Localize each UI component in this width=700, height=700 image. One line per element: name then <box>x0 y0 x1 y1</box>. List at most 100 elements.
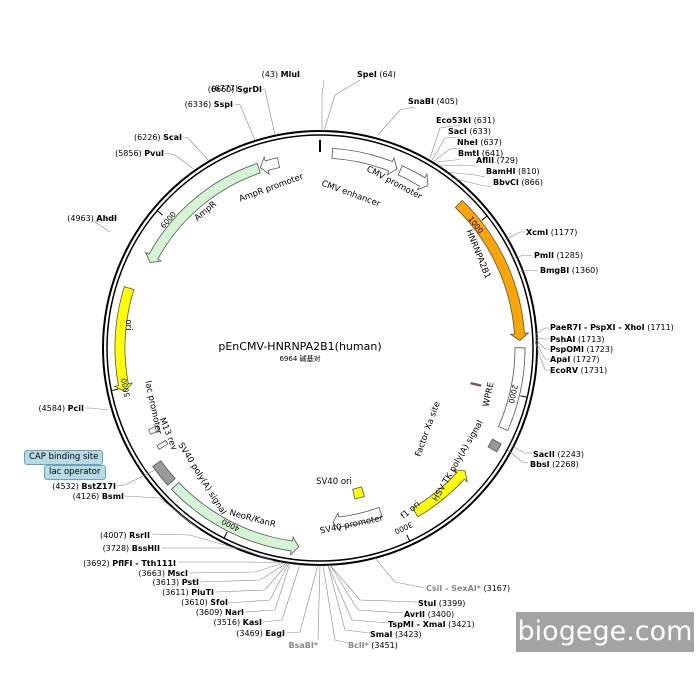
site-label-psti: (3613) PstI <box>153 578 199 587</box>
leader-xmai <box>327 564 389 624</box>
feature-hsv-tk-poly-a-signal <box>487 438 502 453</box>
feature-label-wpre: WPRE <box>482 381 497 407</box>
leader-pspomi <box>534 338 550 350</box>
leader-bstz17i <box>116 469 156 487</box>
leader-sgrdi <box>261 88 276 136</box>
feature-label-ori: ori <box>123 319 133 330</box>
feature-ori <box>113 286 135 392</box>
lac-operator-label: lac operator <box>44 465 106 480</box>
leader-bsmi <box>124 495 201 531</box>
site-label-sspi: (6336) SspI <box>185 100 233 109</box>
site-label-mlui: (43) MluI <box>262 70 300 79</box>
leader-bbvci <box>451 177 493 188</box>
leader-nari <box>244 562 291 613</box>
feature-hnrnpa2b1 <box>454 199 530 342</box>
leader-sacii <box>509 444 532 454</box>
tick-mark-1000 <box>481 215 488 221</box>
leader-mlui <box>321 79 325 131</box>
site-label-kasi: (3516) KasI <box>214 618 263 627</box>
site-label-bsabi: BsaBI* <box>288 641 318 650</box>
leader-snabi <box>377 106 416 136</box>
feature-sv40-promoter <box>332 506 383 533</box>
feature-sv40-ori <box>352 486 365 500</box>
site-label-saci: SacI (633) <box>448 127 491 136</box>
sites-layer <box>85 79 550 644</box>
feature-cmv-enhancer <box>331 147 398 176</box>
site-label-pvui: (5856) PvuI <box>115 149 164 158</box>
site-label-pflfi-tth111i: (3692) PflFI - Tth111I <box>83 559 176 568</box>
leader-ecorv <box>534 341 550 371</box>
site-label-pluti: (3611) PluTI <box>162 588 214 597</box>
leader-aflii <box>439 164 476 167</box>
leader-xcmi <box>504 231 525 241</box>
leader-pluti <box>214 562 289 593</box>
leader-eagi <box>285 564 319 634</box>
leader-csii <box>374 557 426 589</box>
leader-smai <box>327 564 371 634</box>
site-label-bbvci: BbvCI (866) <box>493 178 543 187</box>
tick-mark-5000 <box>111 388 119 392</box>
site-label-bsshii: (3728) BssHII <box>103 544 160 553</box>
tick-mark-4000 <box>223 531 228 539</box>
plasmid-size: 6964 碱基对 <box>279 355 321 363</box>
site-label-paer7i-pspxi-xhoi: PaeR7I - PspXI - XhoI (1711) <box>550 323 674 332</box>
site-label-bcli: BclI* (3451) <box>348 641 398 650</box>
site-label-pcii: (4584) PciI <box>39 404 85 413</box>
leader-kasi <box>261 563 301 623</box>
features-layer <box>113 147 530 557</box>
leader-bmti <box>435 158 461 163</box>
feature-neor-kanr <box>170 481 300 557</box>
leader-sfoi <box>227 562 290 604</box>
leader-psti <box>199 562 288 583</box>
tick-label-5000: 5000 <box>119 377 132 398</box>
feature-ampr-promoter <box>259 155 281 176</box>
site-label-ecorv: EcoRV (1731) <box>550 366 607 375</box>
tick-label-2000: 2000 <box>506 384 519 405</box>
site-label-ahdi: (4963) AhdI <box>67 214 117 223</box>
site-label-rsrii: (4007) RsrII <box>100 531 150 540</box>
leader-pmli <box>511 254 533 259</box>
watermark: biogege.com <box>516 612 694 652</box>
tick-mark-6000 <box>156 210 163 216</box>
tick-label-3000: 3000 <box>393 520 414 536</box>
site-label-scai: (6226) ScaI <box>134 133 182 142</box>
leader-xhoi <box>534 327 550 336</box>
site-label-msci: (3663) MscI <box>138 569 188 578</box>
site-label-pshai: PshAI (1713) <box>550 335 605 344</box>
feature-factor-xa-site <box>470 382 482 387</box>
site-label-aflii: AflII (729) <box>476 156 518 165</box>
site-label-nari: (3609) NarI <box>196 608 244 617</box>
leader-saci <box>431 136 461 161</box>
site-label-sacii: SacII (2243) <box>533 450 584 459</box>
feature-label-cmv-enhancer: CMV enhancer <box>320 179 382 210</box>
site-label-eagi: (3469) EagI <box>236 629 285 638</box>
feature-sv40-poly-a-signal <box>152 460 176 486</box>
leader-pvui <box>164 152 196 171</box>
site-label-bamhi: BamHI (810) <box>486 167 540 176</box>
site-label-eco53ki: Eco53kI (631) <box>436 116 495 125</box>
site-label-sfoi: (3610) SfoI <box>181 598 228 607</box>
site-label-unnamed-45: (6777) <box>211 84 238 93</box>
site-label-pspomi: PspOMI (1723) <box>550 345 613 354</box>
backbone-inner-ring <box>106 134 534 562</box>
leader-bbsi <box>507 449 529 464</box>
leader-msci <box>189 562 284 574</box>
leader-nhei <box>433 147 461 162</box>
feature-cmv-promoter <box>397 165 429 191</box>
site-label-bmgbi: BmgBI (1360) <box>540 266 598 275</box>
leader-pflfi <box>178 561 281 564</box>
plasmid-name: pEnCMV-HNRNPA2B1(human) <box>218 340 382 353</box>
feature-label-sv40-ori: SV40 ori <box>316 477 352 487</box>
leader-pcii <box>85 407 109 411</box>
leader-eco53ki <box>429 124 461 159</box>
feature-m13-rev <box>156 439 169 450</box>
tick-mark-3000 <box>406 534 411 542</box>
leader-scai <box>182 136 209 161</box>
feature-wpre <box>497 347 526 432</box>
cap-binding-site-label: CAP binding site <box>24 450 104 465</box>
site-label-pmli: PmlI (1285) <box>534 251 583 260</box>
site-label-avrii: AvrII (3400) <box>404 610 454 619</box>
site-label-apai: ApaI (1727) <box>550 355 599 364</box>
feature-ampr <box>144 162 261 263</box>
